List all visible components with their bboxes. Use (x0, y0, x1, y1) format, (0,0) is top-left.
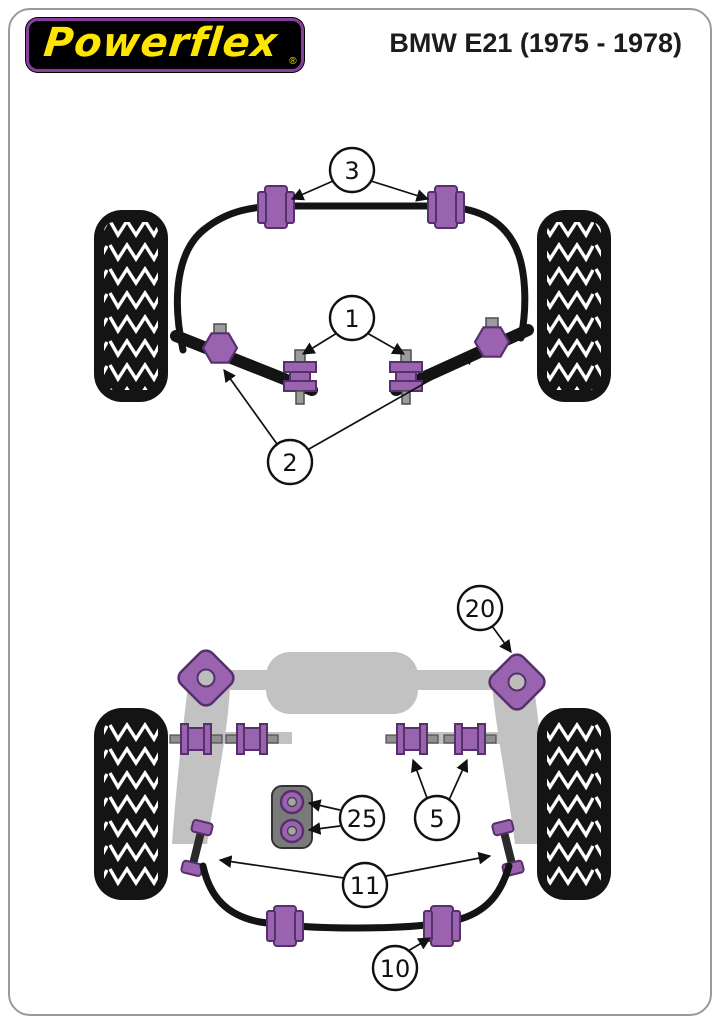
callout-1: 1 (301, 294, 406, 355)
callout-3: 3 (290, 146, 430, 202)
page-title: BMW E21 (1975 - 1978) (389, 28, 682, 58)
front-tierod-bush-left (283, 349, 317, 405)
rear-arb-bush-right (423, 905, 461, 947)
callout-5: 5 (410, 758, 469, 842)
front-left-tire (94, 210, 168, 402)
rear-left-tire (94, 708, 168, 900)
powerflex-logo: Powerflex ® (26, 18, 304, 72)
rear-drop-link-left (180, 819, 214, 877)
rear-right-tire (537, 708, 611, 900)
callout-2-number: 2 (282, 449, 297, 477)
callout-1-number: 1 (344, 305, 359, 333)
callout-5-number: 5 (429, 805, 444, 833)
rear-beam-bush-2 (225, 723, 279, 755)
callout-25-number: 25 (347, 805, 378, 833)
callout-20-number: 20 (465, 595, 496, 623)
callout-11: 11 (218, 851, 492, 909)
rear-anti-roll-bar (199, 862, 513, 932)
front-tierod-bush-right (389, 349, 423, 405)
callout-11-number: 11 (350, 872, 381, 900)
rear-subframe-mount-left (177, 649, 235, 707)
callout-25: 25 (307, 794, 386, 842)
callout-10-number: 10 (380, 955, 411, 983)
rear-beam-bush-1 (169, 723, 223, 755)
rear-beam-bush-4 (443, 723, 497, 755)
callout-10: 10 (371, 937, 432, 992)
front-arb-end-right (473, 317, 511, 358)
callout-20: 20 (456, 584, 512, 654)
front-arb-end-left (201, 323, 239, 364)
logo-text: Powerflex (41, 20, 281, 66)
front-anti-roll-bar (173, 202, 529, 354)
callout-3-number: 3 (344, 157, 359, 185)
rear-subframe-mount-right (488, 653, 546, 711)
rear-beam-bush-3 (385, 723, 439, 755)
callout-2: 2 (223, 353, 478, 486)
front-arb-bush-right (427, 185, 465, 229)
rear-mount-pair (271, 785, 313, 849)
registered-trademark: ® (289, 56, 297, 67)
front-arb-bush-left (257, 185, 295, 229)
front-right-tire (537, 210, 611, 402)
rear-arb-bush-left (266, 905, 304, 947)
header: Powerflex ® BMW E21 (1975 - 1978) (26, 18, 686, 72)
